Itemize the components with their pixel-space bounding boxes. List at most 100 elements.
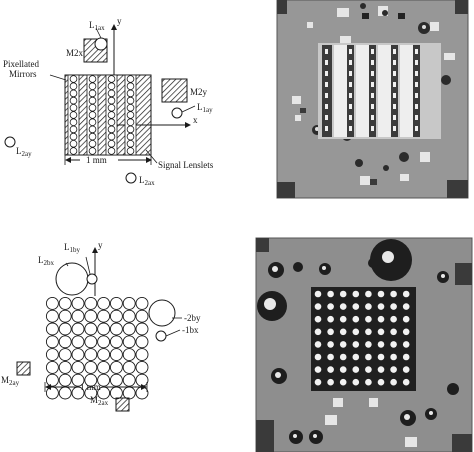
signal-lenslet — [45, 309, 59, 323]
photo-lenslet-dots — [314, 290, 410, 386]
signal-lenslet — [97, 322, 111, 336]
l1ay-lens — [171, 107, 183, 119]
top-left-diagram — [4, 24, 196, 184]
signal-lenslet — [88, 82, 97, 90]
scale-label-bottom: 1 mm — [80, 382, 101, 392]
svg-text:L1by: L1by — [64, 242, 81, 254]
x-axis-label: x — [193, 115, 198, 125]
l2by-lens — [148, 299, 176, 327]
signal-lenslet — [45, 335, 59, 349]
signal-lenslet — [135, 309, 149, 323]
signal-lenslet — [88, 125, 97, 134]
signal-lenslet — [58, 360, 72, 374]
signal-lenslet — [135, 296, 149, 310]
m2y-label: M2y — [190, 87, 208, 97]
signal-lenslet — [69, 147, 78, 155]
svg-text:L2bx: L2bx — [38, 255, 55, 267]
y-axis-label: y — [117, 16, 122, 26]
m2ay-mirror — [16, 361, 31, 376]
l1by-label: L — [64, 242, 70, 252]
top-left-labels: L1ax y M2x Pixellated Mirrors M2y L1ay x… — [3, 16, 214, 187]
signal-lenslet — [69, 82, 78, 90]
signal-lenslet — [122, 296, 136, 310]
signal-lenslet — [84, 335, 98, 349]
signal-lenslet — [84, 386, 98, 400]
l2bx-label: L — [38, 255, 44, 265]
signal-lenslet — [71, 296, 85, 310]
signal-lenslet — [122, 360, 136, 374]
signal-lenslet — [88, 96, 97, 105]
signal-lenslet — [71, 335, 85, 349]
l1by-lens — [86, 273, 98, 285]
lenslet-grid — [45, 296, 150, 401]
signal-lenslet — [58, 335, 72, 349]
l2by-label: -2by — [184, 313, 201, 323]
l1ax-lens — [94, 37, 108, 51]
signal-lenslet — [97, 348, 111, 362]
signal-lenslet — [88, 147, 97, 155]
signal-lenslet — [45, 360, 59, 374]
signal-lenslet — [109, 335, 123, 349]
l2ay-lens — [4, 136, 16, 148]
svg-text:M2ay: M2ay — [1, 375, 20, 387]
signal-lenslet — [135, 335, 149, 349]
signal-lenslet — [71, 348, 85, 362]
svg-text:L2ay: L2ay — [16, 146, 32, 158]
m2y-mirror — [161, 78, 188, 103]
scale-label-top: 1 mm — [86, 155, 107, 165]
signal-lenslet — [135, 348, 149, 362]
signal-lenslet — [109, 360, 123, 374]
signal-lenslet — [58, 348, 72, 362]
signal-lenslet — [122, 335, 136, 349]
signal-lenslet — [109, 373, 123, 387]
m2ax-label: M — [90, 395, 98, 405]
svg-text:L1ay: L1ay — [197, 102, 213, 114]
signal-lenslet — [71, 360, 85, 374]
signal-lenslet — [84, 360, 98, 374]
signal-lenslet — [109, 348, 123, 362]
signal-lenslet — [122, 309, 136, 323]
signal-lenslet — [97, 296, 111, 310]
l2ax-lens — [125, 172, 137, 184]
signal-lenslet — [109, 309, 123, 323]
mirrors-label: Mirrors — [9, 69, 37, 79]
l1ay-label: L — [197, 102, 203, 112]
signal-lenslet — [135, 360, 149, 374]
signal-lenslet — [97, 386, 111, 400]
y-axis-label-bottom: y — [98, 240, 103, 250]
signal-lenslet — [126, 82, 135, 90]
l1ax-label: L — [89, 20, 95, 30]
signal-lenslet — [109, 296, 123, 310]
l1bx-lens — [155, 330, 167, 342]
signal-lenslet — [45, 348, 59, 362]
signal-lenslet — [45, 373, 59, 387]
signal-lenslet — [69, 125, 78, 134]
signal-lenslet — [107, 125, 116, 134]
signal-lenslet — [71, 373, 85, 387]
signal-lenslet — [84, 309, 98, 323]
top-right-photo — [276, 0, 469, 199]
signal-lenslet — [107, 82, 116, 90]
lenslet-columns — [67, 74, 137, 156]
signal-lenslet — [97, 309, 111, 323]
m2x-label: M2x — [66, 48, 84, 58]
signal-lenslet — [84, 348, 98, 362]
signal-lenslet — [97, 335, 111, 349]
bottom-left-labels: L1by y L2bx -2by -1bx M2ay 1 mm M2ax — [1, 240, 201, 407]
signal-lenslet — [69, 96, 78, 105]
signal-lenslet — [84, 322, 98, 336]
signal-lenslet — [45, 322, 59, 336]
svg-text:L2ax: L2ax — [139, 175, 155, 187]
signal-lenslet — [58, 373, 72, 387]
m2ax-mirror — [115, 397, 130, 412]
l2ay-label: L — [16, 146, 22, 156]
signal-lenslet — [58, 296, 72, 310]
signal-lenslet — [84, 373, 98, 387]
signal-lenslet — [58, 309, 72, 323]
signal-lenslet — [135, 322, 149, 336]
signal-lenslet — [97, 373, 111, 387]
signal-lenslet — [126, 125, 135, 134]
signal-lenslet — [45, 296, 59, 310]
l2bx-lens — [55, 262, 89, 296]
